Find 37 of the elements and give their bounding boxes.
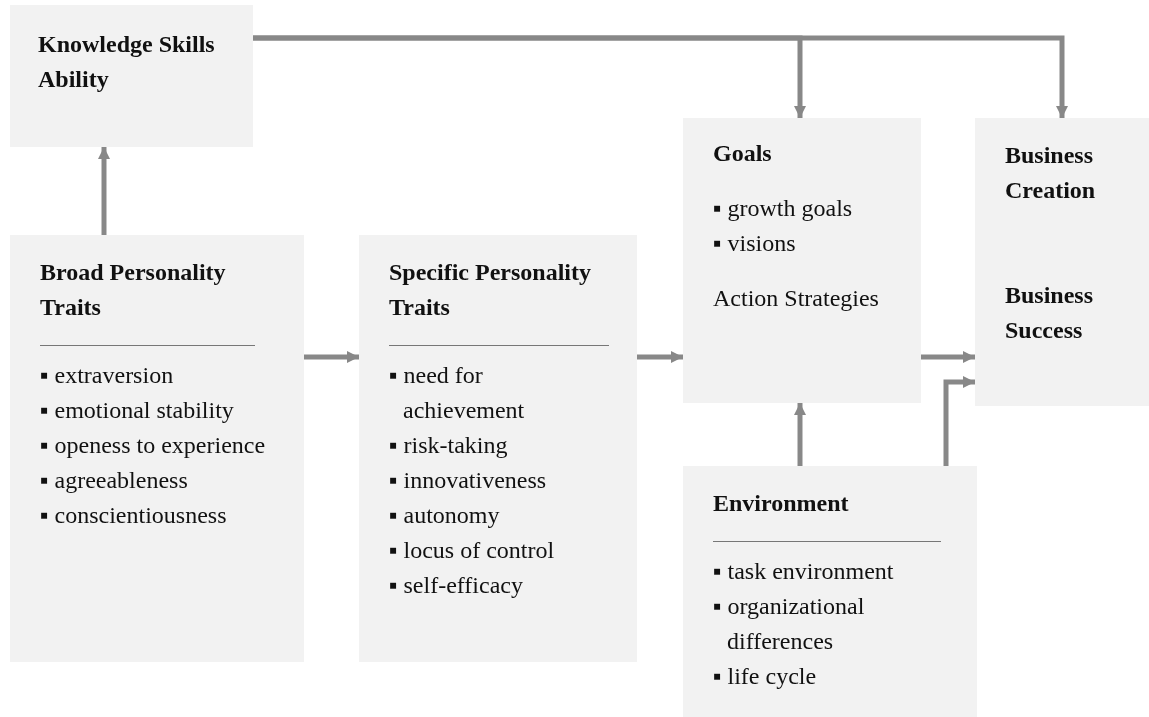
box-text: Action Strategies — [713, 284, 880, 313]
box-text: Business Success — [1005, 281, 1095, 345]
concept-box — [359, 235, 637, 662]
concept-box — [683, 466, 977, 717]
box-heading: Goals — [713, 139, 773, 168]
box-text: ▪ extraversion — [40, 361, 175, 390]
box-text: ▪ agreeableness — [40, 466, 189, 495]
arrow — [637, 351, 683, 363]
box-text: ▪ self-efficacy — [389, 571, 524, 600]
box-text: ▪ growth goals — [713, 194, 854, 223]
box-text: ▪ conscientiousness — [40, 501, 228, 530]
box-text: ▪ emotional stability — [40, 396, 235, 425]
box-text: ▪ task environment — [713, 557, 895, 586]
box-text: ▪ locus of control — [389, 536, 556, 565]
concept-box — [683, 118, 921, 403]
box-text: ▪ openess to experience — [40, 431, 267, 460]
box-text: ▪ risk-taking — [389, 431, 509, 460]
box-text: ▪ life cycle — [713, 662, 818, 691]
box-text: ▪ autonomy — [389, 501, 501, 530]
box-text: ▪ visions — [713, 229, 797, 258]
arrow — [921, 351, 975, 363]
arrow — [943, 376, 975, 466]
box-text: ▪ innovativeness — [389, 466, 548, 495]
concept-box — [10, 5, 253, 147]
arrow — [794, 403, 806, 466]
box-heading: Specific Personality Traits — [389, 258, 592, 322]
box-heading: Broad Personality Traits — [40, 258, 227, 322]
arrow — [304, 351, 359, 363]
box-text: ▪ organizational differences — [713, 592, 866, 656]
concept-box — [975, 118, 1149, 406]
box-heading: Business Creation — [1005, 141, 1097, 205]
box-text: ▪ need for achievement — [389, 361, 526, 425]
box-heading: Knowledge Skills Ability — [38, 30, 216, 94]
box-heading: Environment — [713, 489, 850, 518]
concept-box — [10, 235, 304, 662]
arrow — [253, 35, 1068, 118]
arrow — [98, 147, 110, 235]
